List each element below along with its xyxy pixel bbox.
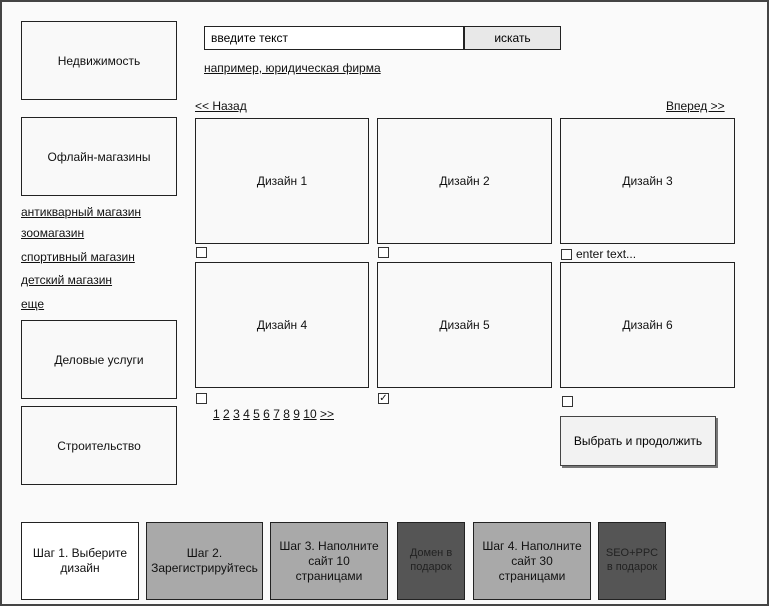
page-link-7[interactable]: 7 <box>273 407 280 421</box>
design-3-checkbox[interactable] <box>561 249 572 260</box>
page-link-6[interactable]: 6 <box>263 407 270 421</box>
page-link-5[interactable]: 5 <box>253 407 260 421</box>
subcategory-more[interactable]: еще <box>21 297 45 311</box>
subcategory-sports-shop[interactable]: спортивный магазин <box>21 250 135 264</box>
design-thumbnail-2[interactable]: Дизайн 2 <box>377 118 552 244</box>
design-thumbnail-5[interactable]: Дизайн 5 <box>377 262 552 388</box>
page-link-8[interactable]: 8 <box>283 407 290 421</box>
subcategory-kids-shop[interactable]: детский магазин <box>21 273 113 287</box>
category-real-estate[interactable]: Недвижимость <box>21 21 177 100</box>
page-next-link[interactable]: >> <box>319 407 334 421</box>
step-2-register[interactable]: Шаг 2. Зарегистрируйтесь <box>146 522 263 600</box>
page-link-2[interactable]: 2 <box>223 407 230 421</box>
step-3-fill-10-pages[interactable]: Шаг 3. Наполните сайт 10 страницами <box>270 522 388 600</box>
design-2-checkbox[interactable] <box>378 247 389 258</box>
design-3-note-text: enter text... <box>576 247 637 261</box>
page-link-9[interactable]: 9 <box>293 407 300 421</box>
category-business-services[interactable]: Деловые услуги <box>21 320 177 399</box>
design-thumbnail-1[interactable]: Дизайн 1 <box>195 118 369 244</box>
page-link-1[interactable]: 1 <box>213 407 220 421</box>
bonus-free-domain[interactable]: Домен в подарок <box>397 522 465 600</box>
design-thumbnail-4[interactable]: Дизайн 4 <box>195 262 369 388</box>
subcategory-antique-shop[interactable]: антикварный магазин <box>21 205 142 219</box>
pagination: 1 2 3 4 5 6 7 8 9 10 >> <box>213 407 334 421</box>
select-continue-button[interactable]: Выбрать и продолжить <box>560 416 716 466</box>
nav-back-link[interactable]: << Назад <box>195 99 247 113</box>
design-1-checkbox[interactable] <box>196 247 207 258</box>
search-example-link[interactable]: например, юридическая фирма <box>204 61 381 75</box>
page-link-10[interactable]: 10 <box>303 407 317 421</box>
category-offline-shops[interactable]: Офлайн-магазины <box>21 117 177 196</box>
search-input[interactable] <box>204 26 464 50</box>
search-button[interactable]: искать <box>464 26 561 50</box>
category-construction[interactable]: Строительство <box>21 406 177 485</box>
design-thumbnail-6[interactable]: Дизайн 6 <box>560 262 735 388</box>
design-5-checkbox[interactable]: ✓ <box>378 393 389 404</box>
design-6-checkbox[interactable] <box>562 396 573 407</box>
design-4-checkbox[interactable] <box>196 393 207 404</box>
page-link-4[interactable]: 4 <box>243 407 250 421</box>
subcategory-pet-shop[interactable]: зоомагазин <box>21 226 85 240</box>
page-link-3[interactable]: 3 <box>233 407 240 421</box>
step-1-choose-design[interactable]: Шаг 1. Выберите дизайн <box>21 522 139 600</box>
bonus-seo-ppc[interactable]: SEO+PPC в подарок <box>598 522 666 600</box>
step-4-fill-30-pages[interactable]: Шаг 4. Наполните сайт 30 страницами <box>473 522 591 600</box>
nav-forward-link[interactable]: Вперед >> <box>666 99 725 113</box>
design-thumbnail-3[interactable]: Дизайн 3 <box>560 118 735 244</box>
